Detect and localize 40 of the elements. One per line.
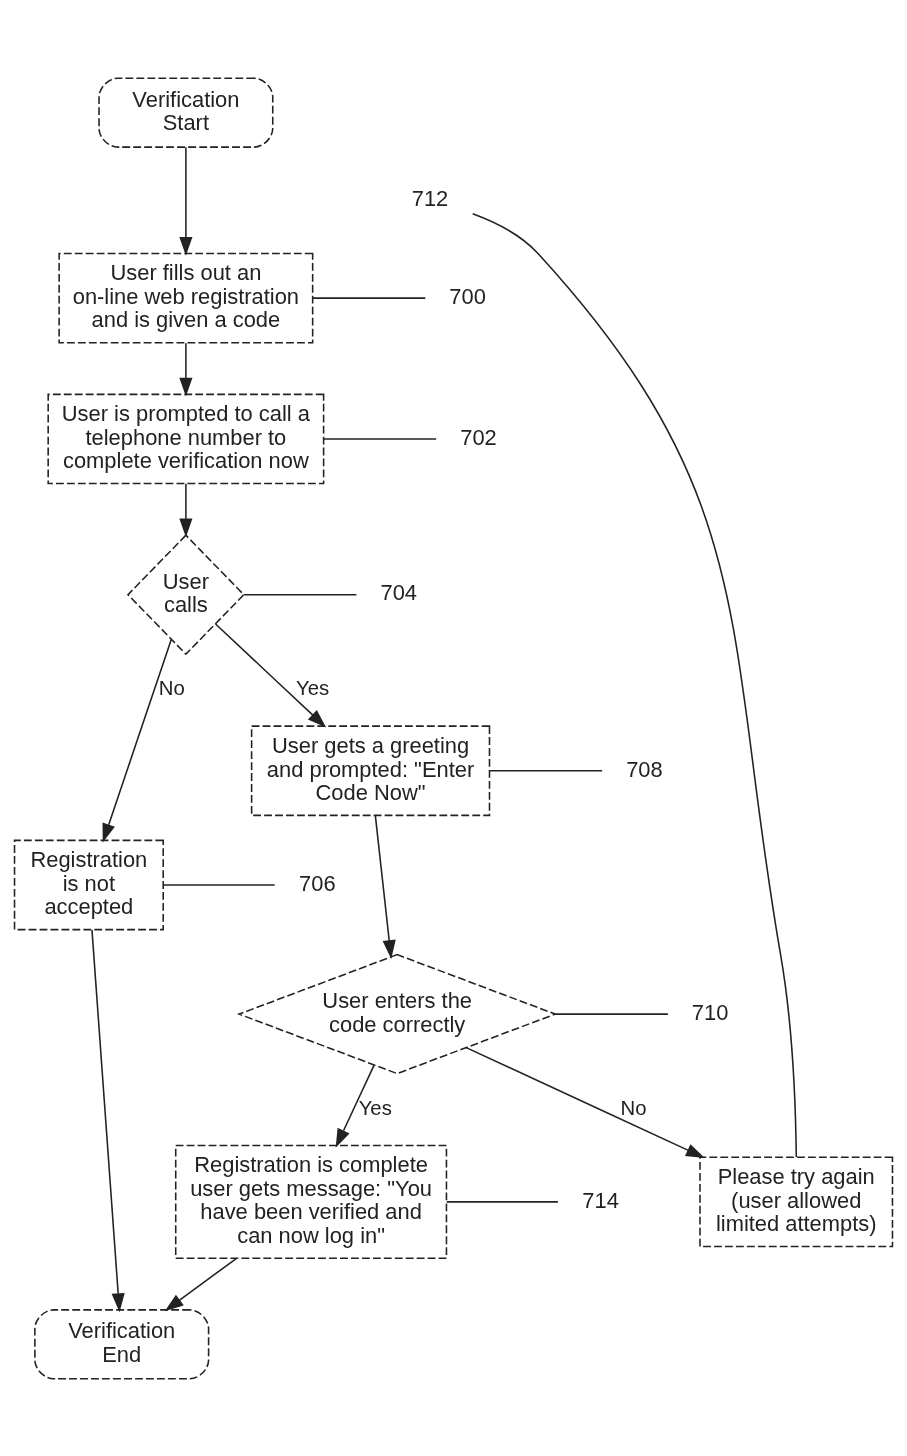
- node-box: User is prompted to call a telephone number to complete verification now: [47, 393, 325, 484]
- arrow: [374, 814, 396, 959]
- connector: [554, 1012, 669, 1015]
- node-box: Please try again (user allowed limited attempts): [699, 1156, 894, 1247]
- node-text: 712: [411, 185, 449, 211]
- node-box: Registration is complete user gets message: "You have been verified and can now log in": [174, 1144, 448, 1259]
- node-text: 706: [299, 870, 336, 896]
- arrow: [179, 482, 193, 537]
- connector: [471, 212, 798, 1158]
- connector: [446, 1200, 559, 1203]
- node-text: 704: [380, 579, 417, 605]
- node-box: Verification Start: [98, 77, 274, 148]
- edge-label: Yes: [296, 676, 330, 699]
- node-box: User fills out an on-line web registration and is given a code: [58, 252, 314, 343]
- arrow: [214, 622, 327, 728]
- node-text: 702: [460, 424, 497, 450]
- node-text: 700: [449, 283, 486, 309]
- arrow: [102, 637, 173, 842]
- arrow: [335, 1063, 375, 1148]
- connector: [489, 769, 603, 772]
- node-box: Registration is not accepted: [13, 839, 164, 930]
- node-box: User gets a greeting and prompted: "Enter Code Now": [250, 724, 491, 816]
- arrow: [179, 146, 193, 256]
- node-box: Verification End: [34, 1308, 210, 1379]
- connector: [162, 883, 276, 886]
- node-text: 708: [626, 756, 663, 782]
- arrow: [164, 1257, 238, 1311]
- edge-label: No: [158, 676, 185, 699]
- node-text: 710: [691, 999, 729, 1025]
- edge-label: Yes: [358, 1096, 392, 1119]
- node-diamond: User enters the code correctly: [236, 953, 558, 1074]
- arrow: [465, 1046, 705, 1158]
- connector: [312, 296, 427, 299]
- edge-label: No: [620, 1096, 647, 1119]
- node-diamond: User calls: [126, 533, 245, 655]
- arrow: [91, 928, 125, 1312]
- node-text: 714: [582, 1187, 619, 1213]
- arrow: [179, 342, 193, 396]
- connector: [243, 593, 358, 595]
- connector: [322, 437, 437, 440]
